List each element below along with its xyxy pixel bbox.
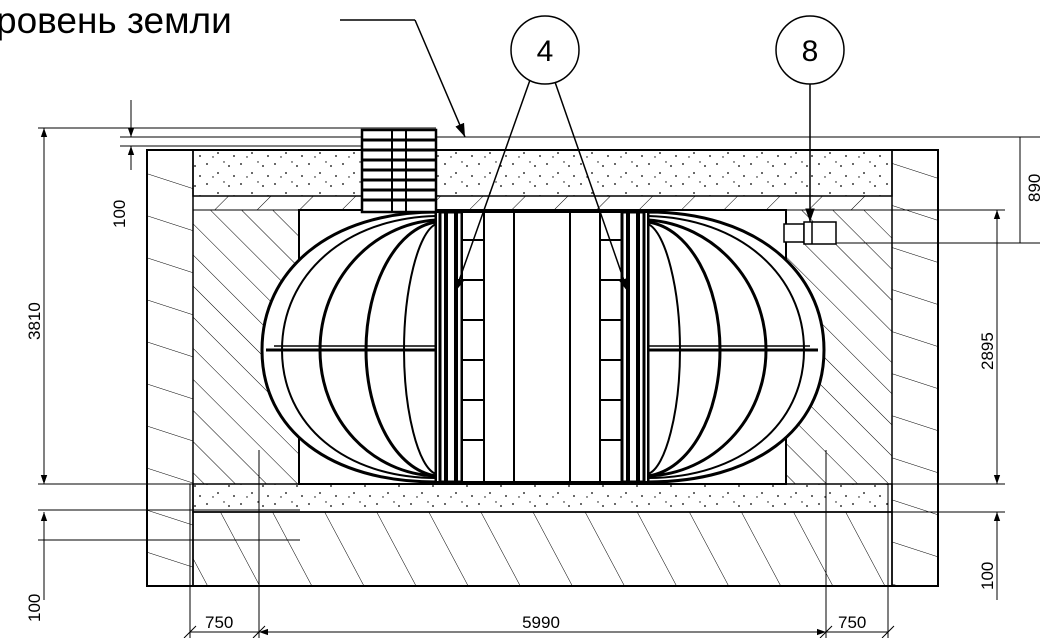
top-soil-layer	[192, 149, 893, 211]
dim-right-margin: 750	[838, 613, 866, 632]
sand-bed	[192, 483, 893, 513]
dim-bottom-right: 100	[978, 562, 997, 590]
tank-body	[260, 209, 826, 485]
tank-riser	[360, 128, 438, 214]
dim-bottom-left: 100	[25, 594, 44, 622]
dim-length: 5990	[522, 613, 560, 632]
dim-top-cover: 100	[110, 200, 129, 228]
callout-8	[775, 15, 845, 222]
dim-left-margin: 750	[205, 613, 233, 632]
inlet-pipe	[783, 221, 837, 245]
dim-right-top: 890	[1025, 174, 1044, 202]
callout-4-label: 4	[537, 35, 554, 68]
ground-level-leader	[340, 19, 466, 138]
callout-4	[454, 15, 629, 293]
dim-tank-height: 2895	[978, 332, 997, 370]
dim-total-height: 3810	[25, 302, 44, 340]
ground-level-label: ровень земли	[0, 0, 232, 41]
dimension-lines	[38, 100, 1040, 638]
callout-8-label: 8	[802, 35, 819, 68]
